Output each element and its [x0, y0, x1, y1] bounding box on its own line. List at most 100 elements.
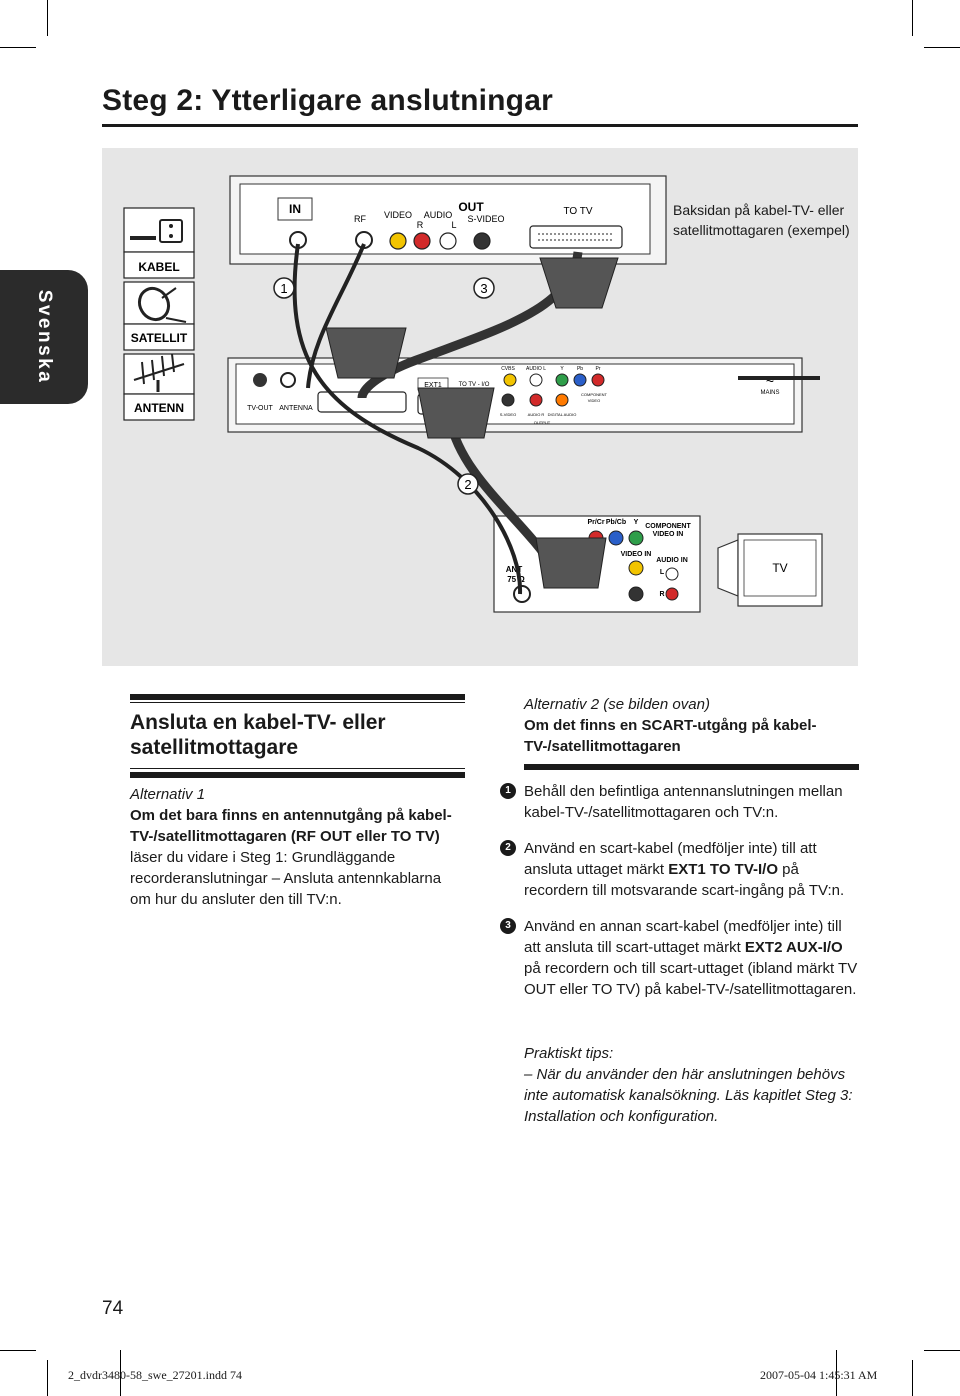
crop-mark — [924, 47, 960, 48]
recorder-pr-label: Pr — [596, 366, 601, 372]
recorder-video-label: VIDEO — [588, 398, 600, 403]
box-audio-label: AUDIO — [424, 210, 453, 220]
page-number: 74 — [102, 1298, 124, 1319]
section-rule — [130, 702, 465, 703]
source-label-box — [123, 251, 195, 279]
source-label-kabel: KABEL — [138, 260, 179, 274]
cable-antenna-out — [306, 243, 366, 389]
box-r-label: R — [417, 220, 424, 230]
tv-l-label: L — [660, 569, 665, 576]
step-number: 3 — [500, 918, 516, 934]
step-item: 2 Använd en scart-kabel (medföljer inte)… — [500, 838, 860, 901]
tv-icon-label: TV — [772, 561, 787, 575]
cable-antenna-to-tv — [292, 243, 523, 595]
alternative-1-heading: Om det bara finns en antennutgång på kab… — [130, 807, 452, 845]
tv-r-label: R — [659, 591, 664, 598]
recorder-y-label: Y — [560, 366, 564, 372]
side-tab-label: Svenska — [34, 289, 55, 385]
crop-mark — [0, 1350, 36, 1351]
recorder-back-panel: TV-OUT ANTENNA EXT1 TO TV - I/O CVBS AUD… — [227, 357, 820, 433]
crop-mark — [924, 1350, 960, 1351]
satellite-dish-icon — [123, 281, 195, 325]
tv-prcr-label: Pr/Cr — [587, 519, 604, 526]
tv-component-label: COMPONENT — [645, 523, 691, 530]
crop-mark — [120, 1350, 121, 1396]
section-rule — [524, 764, 859, 770]
page-title: Steg 2: Ytterligare anslutningar — [102, 84, 553, 117]
alternative-1-body: läser du vidare i Steg 1: Grundläggande … — [130, 849, 442, 908]
step-marker-2-label: 2 — [464, 477, 471, 492]
step-marker-2 — [457, 473, 479, 495]
recorder-antenna-label: ANTENNA — [279, 405, 313, 412]
tv-video-in-port-label: VIDEO IN — [621, 551, 652, 558]
recorder-component-label: COMPONENT — [581, 392, 608, 397]
crop-mark — [836, 1350, 837, 1396]
step-marker-3-label: 3 — [480, 281, 487, 296]
section-heading: Ansluta en kabel-TV- eller satellitmotta… — [130, 711, 386, 759]
box-totv-label: TO TV — [563, 206, 592, 217]
connection-diagram: KABEL SATELLIT ANTENN IN OUT RF VIDEO AU… — [102, 148, 858, 666]
crop-mark — [47, 0, 48, 36]
box-svideo-label: S-VIDEO — [467, 214, 504, 224]
step-marker-1 — [273, 277, 295, 299]
alternative-1-label: Alternativ 1 — [130, 786, 206, 803]
recorder-svideo-label: S-VIDEO — [500, 412, 516, 417]
recorder-tvout-label: TV-OUT — [247, 405, 273, 412]
source-label-box — [123, 323, 195, 351]
source-label-satellit: SATELLIT — [131, 331, 188, 345]
cable-wall-socket-icon — [123, 207, 195, 253]
alternative-2: Alternativ 2 (se bilden ovan) Om det fin… — [524, 694, 859, 757]
recorder-mains-label: MAINS — [760, 390, 779, 396]
recorder-totvio-label: TO TV - I/O — [459, 382, 490, 388]
connection-diagram-svg: KABEL SATELLIT ANTENN IN OUT RF VIDEO AU… — [123, 175, 823, 613]
tv-pbcb-label: Pb/Cb — [606, 519, 626, 526]
crop-mark — [0, 47, 36, 48]
section-rule — [130, 772, 465, 778]
step-text: Behåll den befintliga antennanslutningen… — [524, 783, 843, 821]
antenna-icon — [123, 353, 195, 395]
section-rule — [130, 768, 465, 769]
recorder-pb-label: Pb — [577, 366, 583, 372]
tv-set-icon: TV — [717, 533, 823, 607]
scart-plug-icon — [325, 257, 619, 589]
footer-date: 2007-05-04 1:45:31 AM — [760, 1368, 878, 1382]
recorder-output-label: OUTPUT — [534, 420, 551, 425]
recorder-audio-l-label: AUDIO L — [526, 366, 546, 372]
box-rf-label: RF — [354, 214, 366, 224]
recorder-audio-r-label: AUDIO R — [528, 412, 545, 417]
step-marker-1-label: 1 — [280, 281, 287, 296]
step-item: 1 Behåll den befintliga antennanslutning… — [500, 781, 860, 823]
tips-label: Praktiskt tips: — [524, 1045, 614, 1062]
source-label-box — [123, 393, 195, 421]
crop-mark — [47, 1360, 48, 1396]
tv-y-label: Y — [634, 519, 639, 526]
tips-text: – När du använder den här anslutningen b… — [524, 1066, 853, 1125]
step-number: 2 — [500, 840, 516, 856]
alternative-2-label: Alternativ 2 (se bilden ovan) — [524, 696, 710, 713]
step-marker-3 — [473, 277, 495, 299]
title-rule — [102, 124, 858, 127]
source-label-antenn: ANTENN — [134, 401, 184, 415]
mains-icon: ~ — [766, 373, 774, 389]
step-text: Använd en annan scart-kabel (medföljer i… — [524, 918, 858, 998]
alternative-1: Alternativ 1 Om det bara finns en antenn… — [130, 784, 465, 910]
step-item: 3 Använd en annan scart-kabel (medföljer… — [500, 916, 860, 1000]
box-out-label: OUT — [458, 200, 484, 214]
cable-box-back-panel: IN OUT RF VIDEO AUDIO R L S-VIDEO TO TV — [229, 175, 667, 265]
alternative-2-heading: Om det finns en SCART-utgång på kabel-TV… — [524, 717, 817, 755]
section-rule — [130, 694, 465, 700]
recorder-cvbs-label: CVBS — [501, 366, 515, 372]
footer-file: 2_dvdr3480-58_swe_27201.indd 74 — [68, 1368, 242, 1382]
step-number: 1 — [500, 783, 516, 799]
tv-audio-in-label: AUDIO IN — [656, 557, 688, 564]
recorder-ext1-label: EXT1 — [424, 382, 442, 389]
box-in-label: IN — [289, 202, 301, 216]
tv-ant-label: ANT — [506, 565, 523, 574]
tv-video-in-label: VIDEO IN — [653, 531, 684, 538]
step-text: Använd en scart-kabel (medföljer inte) t… — [524, 840, 845, 899]
box-l-label: L — [451, 220, 456, 230]
side-tab — [0, 270, 88, 404]
tv-ohm-label: 75 Ω — [507, 575, 525, 584]
tips-box: Praktiskt tips: – När du använder den hä… — [524, 1043, 859, 1127]
recorder-digital-label: DIGITAL AUDIO — [548, 412, 577, 417]
